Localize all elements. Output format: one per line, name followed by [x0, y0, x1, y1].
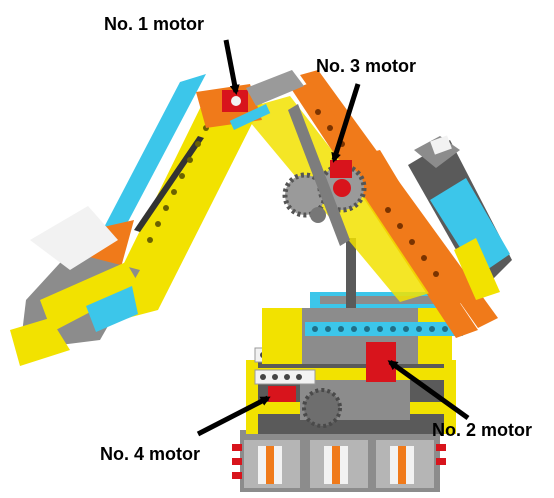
robot-base — [232, 292, 463, 492]
label-motor-1: No. 1 motor — [104, 14, 205, 34]
label-motor-2: No. 2 motor — [432, 420, 533, 440]
base-foot-middle — [310, 440, 368, 488]
label-motor-4: No. 4 motor — [100, 444, 201, 464]
gripper — [408, 135, 512, 300]
base-foot-right — [376, 440, 434, 488]
arrow-icon — [387, 359, 470, 421]
motor-3-icon — [330, 160, 352, 178]
gear-icon — [302, 388, 342, 428]
label-motor-3: No. 3 motor — [316, 56, 417, 76]
motor-4-icon — [268, 386, 296, 402]
forearm — [10, 70, 304, 366]
arrow-icon — [331, 83, 361, 163]
arrow-icon — [223, 39, 240, 95]
base-foot-left — [244, 440, 300, 488]
arrow-icon — [196, 395, 271, 437]
callout-arrows — [196, 39, 470, 437]
